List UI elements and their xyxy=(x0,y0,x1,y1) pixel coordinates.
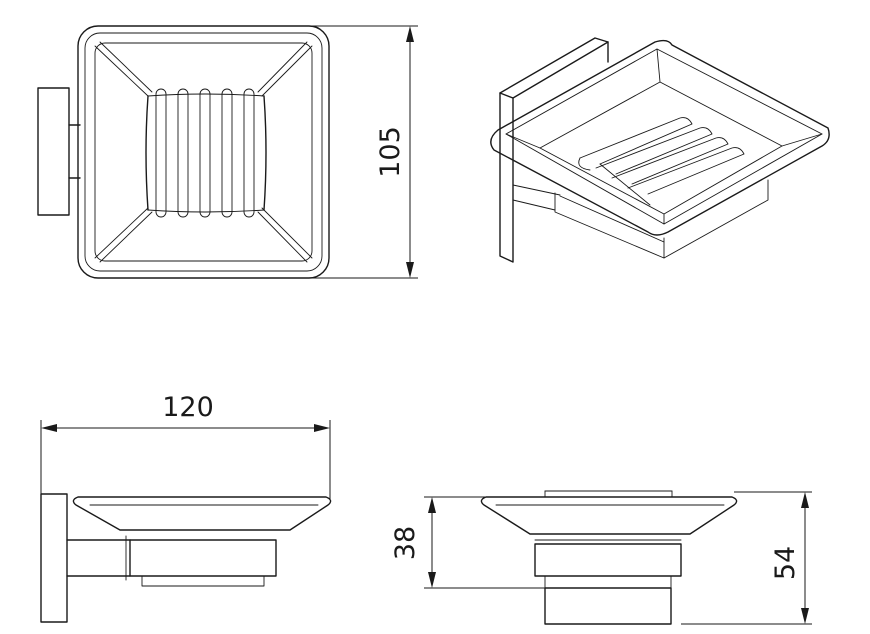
top-view-wall-plate xyxy=(37,87,70,216)
dimension-depth: 105 xyxy=(305,25,418,279)
dimension-depth-label: 105 xyxy=(375,126,406,178)
dimension-total-height: 54 xyxy=(681,491,812,625)
dimension-width-label: 120 xyxy=(162,392,214,423)
dimension-tray-height-label: 38 xyxy=(390,526,421,560)
iso-wall-plate xyxy=(499,92,514,263)
isometric-view xyxy=(490,37,830,263)
top-view-dish-rim xyxy=(77,25,330,279)
side-view-dish xyxy=(72,496,332,531)
side-view-holder xyxy=(129,539,277,577)
side-view xyxy=(40,493,332,623)
side-view-wall-plate xyxy=(40,493,68,623)
end-view xyxy=(480,490,738,625)
dimension-total-height-label: 54 xyxy=(770,546,801,580)
dimension-tray-height: 38 xyxy=(390,496,545,589)
iso-dish-rim xyxy=(490,39,830,236)
end-view-base xyxy=(544,587,672,625)
top-view xyxy=(37,25,330,279)
side-view-base xyxy=(141,575,265,587)
top-view-grille xyxy=(145,88,267,218)
end-view-dish xyxy=(480,496,738,535)
dimension-width: 120 xyxy=(40,392,331,500)
end-view-holder xyxy=(534,543,682,577)
iso-grille xyxy=(578,117,745,206)
